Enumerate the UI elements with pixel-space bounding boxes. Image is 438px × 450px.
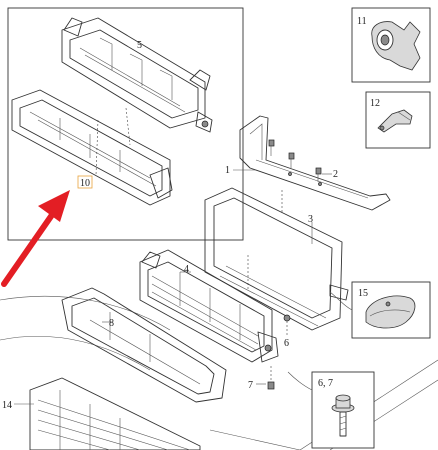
leader-6-7	[287, 371, 313, 391]
callout-5: 5	[137, 40, 142, 51]
screw-icons	[268, 139, 322, 182]
fastener-6-7	[256, 314, 291, 390]
callout-10: 10	[80, 178, 90, 189]
callout-4: 4	[184, 264, 189, 275]
part-11-icon	[371, 21, 421, 71]
callout-6-7: 6, 7	[318, 378, 333, 389]
callout-2: 2	[333, 169, 338, 180]
callout-3: 3	[308, 214, 313, 225]
part-1-upper-bar	[239, 115, 391, 211]
part-5-carrier	[61, 17, 213, 133]
bolt-icon	[331, 394, 355, 437]
callout-14: 14	[2, 400, 12, 411]
red-arrow-icon	[1, 190, 70, 287]
callout-8: 8	[109, 318, 114, 329]
part-4-grille	[139, 249, 279, 363]
callout-6: 6	[284, 338, 289, 349]
part-8-lower-cover	[61, 287, 227, 403]
highlight-box-10	[77, 175, 93, 189]
callout-7: 7	[248, 380, 253, 391]
leader-15	[329, 291, 353, 311]
callout-11: 11	[357, 16, 367, 27]
part-14-radiator	[29, 377, 201, 450]
callout-1: 1	[225, 165, 230, 176]
part-10-deflector	[11, 89, 173, 206]
part-15-icon	[365, 295, 416, 329]
part-12-icon	[377, 109, 413, 133]
callout-12: 12	[370, 98, 380, 109]
callout-15: 15	[358, 288, 368, 299]
